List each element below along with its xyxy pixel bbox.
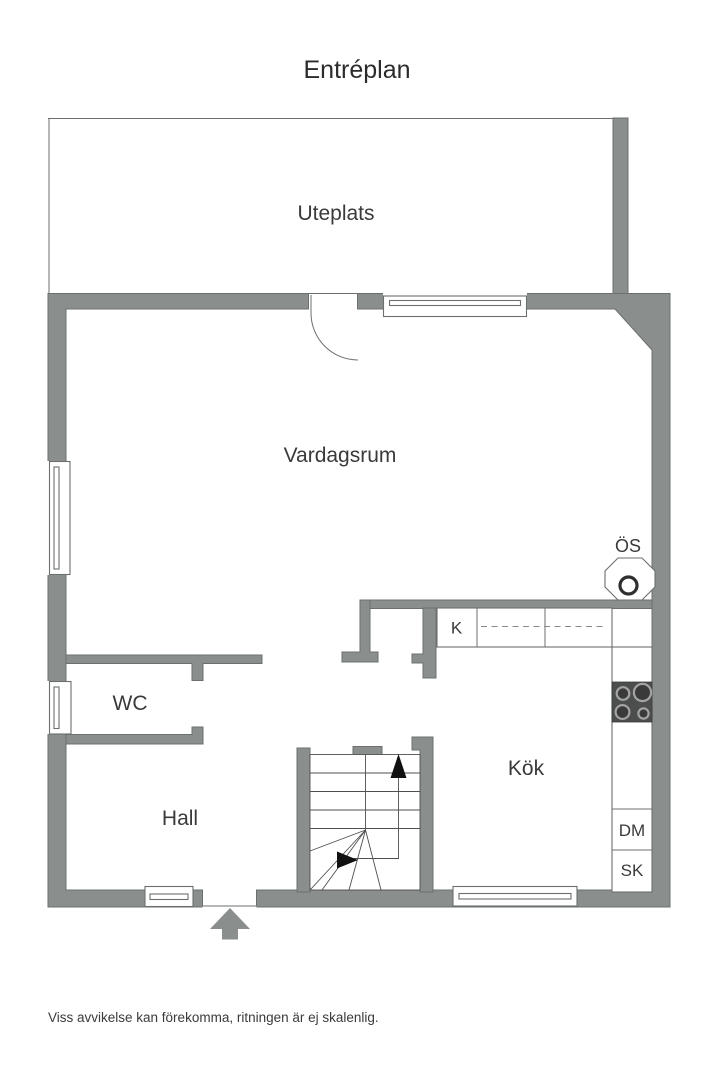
- window-wc: [47, 680, 72, 735]
- window-frame: [382, 295, 528, 318]
- kitchen-counter: DM SK: [611, 646, 653, 893]
- stove-icon: [611, 681, 653, 723]
- stair-top-stub-wall: [352, 746, 383, 756]
- kitchen-north-wall: [359, 599, 653, 609]
- stair-east-wall: [411, 736, 434, 893]
- window-glazing: [388, 299, 522, 307]
- passage-wall-west: [341, 599, 379, 663]
- room-label-uteplats: Uteplats: [297, 202, 374, 225]
- page-title: Entréplan: [303, 56, 410, 84]
- stair-direction-arrow-icon: [337, 851, 358, 869]
- passage-wall-east: [411, 607, 437, 679]
- wc-north-wall: [65, 654, 263, 681]
- window-vardagsrum-west: [47, 460, 71, 576]
- wardrobe-outline: [436, 607, 613, 648]
- entrance-arrow-icon: [210, 908, 250, 940]
- room-label-vardagsrum: Vardagsrum: [284, 444, 397, 467]
- fixture-label-fireplace: ÖS: [615, 536, 641, 556]
- fixture-label-tall-cabinet: SK: [621, 861, 644, 880]
- patio-door-opening: [308, 292, 358, 311]
- window-vardagsrum-north: [382, 292, 528, 318]
- fireplace-flue: [618, 575, 639, 596]
- window-glazing: [149, 893, 189, 901]
- wc-south-wall: [65, 726, 204, 745]
- stair-west-wall: [296, 747, 311, 893]
- door-swing-arc-icon: [310, 295, 359, 361]
- window-glazing: [53, 466, 60, 570]
- disclaimer-text: Viss avvikelse kan förekomma, ritningen …: [48, 1010, 379, 1025]
- window-frame: [48, 460, 71, 576]
- wardrobe-unit: K: [436, 607, 613, 648]
- room-label-kok: Kök: [508, 757, 545, 780]
- patio-door: [308, 292, 359, 361]
- door-swing-fill: [311, 310, 358, 360]
- room-label-wc: WC: [113, 692, 148, 715]
- fixture-label-dishwasher: DM: [619, 821, 645, 840]
- window-kok-south: [452, 885, 578, 907]
- uteplats-right-wall: [612, 117, 629, 295]
- window-glazing: [458, 892, 572, 900]
- stair-up-arrow-icon: [390, 754, 407, 778]
- staircase: [296, 736, 434, 893]
- window-frame: [48, 680, 72, 735]
- room-label-hall: Hall: [162, 807, 198, 830]
- stair-walk-line: [340, 778, 399, 859]
- fireplace-icon: ÖS: [604, 536, 656, 601]
- window-hall-south: [144, 885, 194, 908]
- uteplats-area: Uteplats: [48, 117, 629, 295]
- window-glazing: [53, 686, 60, 730]
- entrance: [202, 888, 257, 940]
- fixture-label-wardrobe: K: [451, 619, 463, 638]
- entrance-opening: [202, 888, 257, 908]
